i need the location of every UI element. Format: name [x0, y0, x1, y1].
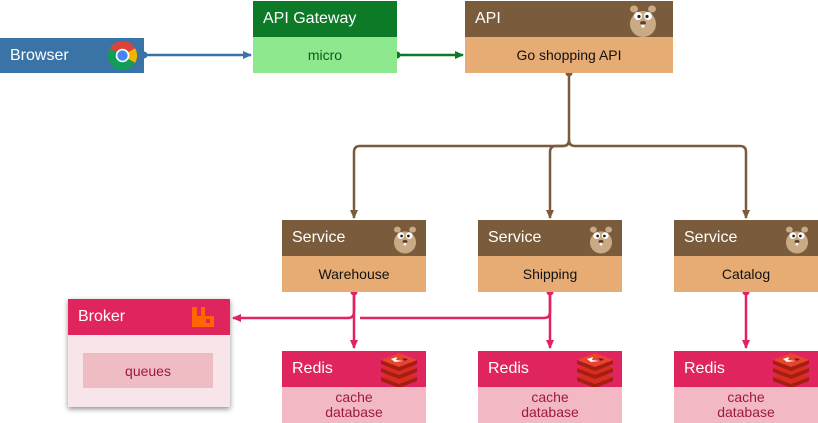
redis-icon: [770, 353, 812, 392]
api-gateway-title: API Gateway: [253, 1, 397, 37]
redis-body: cache database: [478, 387, 622, 423]
edge-gateway-api: [393, 51, 464, 59]
gopher-icon: [623, 3, 663, 42]
service-shipping-node: Service Shipping: [478, 220, 622, 292]
edge-browser-gateway: [140, 51, 252, 59]
api-node: API Go shopping API: [465, 1, 673, 73]
api-gateway-node: API Gateway micro: [253, 1, 397, 73]
queues-label: queues: [125, 362, 171, 379]
redis-line-cache: cache: [727, 389, 765, 405]
redis-body: cache database: [282, 387, 426, 423]
browser-label: Browser: [10, 47, 69, 64]
redis-line-database: database: [717, 404, 775, 420]
service-warehouse-node: Service Warehouse: [282, 220, 426, 292]
api-gateway-body: micro: [253, 37, 397, 73]
gopher-icon: [388, 222, 422, 261]
api-body: Go shopping API: [465, 37, 673, 73]
redis-line-cache: cache: [335, 389, 373, 405]
browser-node: Browser: [0, 38, 144, 73]
redis-line-database: database: [325, 404, 383, 420]
service-body: Catalog: [674, 256, 818, 292]
redis-warehouse-node: Redis cache database: [282, 351, 426, 423]
edge-services-redis: [232, 288, 750, 349]
rabbitmq-icon: [191, 306, 215, 333]
chrome-icon: [107, 40, 138, 71]
gopher-icon: [584, 222, 618, 261]
gopher-icon: [780, 222, 814, 261]
redis-catalog-node: Redis cache database: [674, 351, 818, 423]
redis-shipping-node: Redis cache database: [478, 351, 622, 423]
service-body: Warehouse: [282, 256, 426, 292]
service-body: Shipping: [478, 256, 622, 292]
redis-icon: [574, 353, 616, 392]
redis-icon: [378, 353, 420, 392]
redis-line-cache: cache: [531, 389, 569, 405]
broker-node: Broker queues: [68, 299, 230, 407]
service-catalog-node: Service Catalog: [674, 220, 818, 292]
redis-body: cache database: [674, 387, 818, 423]
queues-box: queues: [83, 353, 213, 388]
edge-api-services: [350, 69, 750, 219]
redis-line-database: database: [521, 404, 579, 420]
